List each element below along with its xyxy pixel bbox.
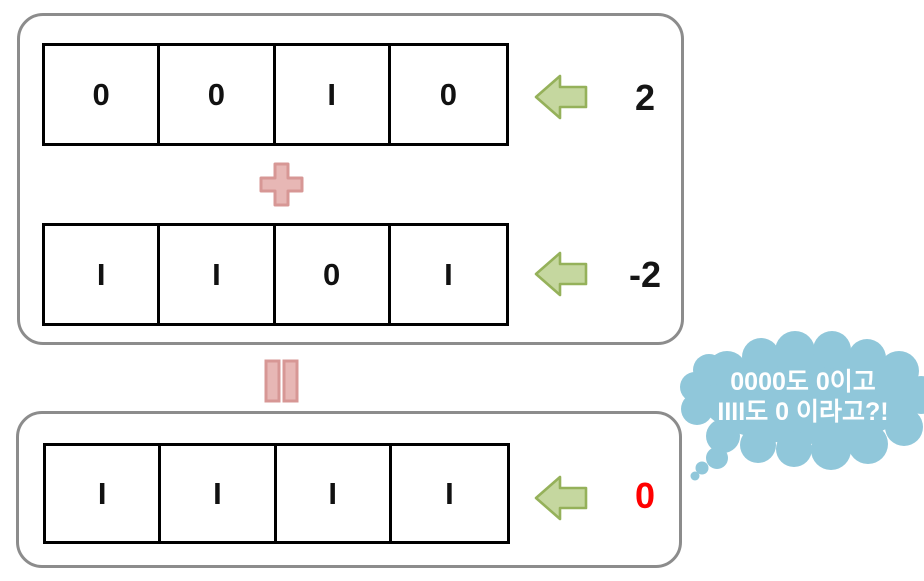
bit-value: 0 — [323, 256, 341, 292]
thought-tail-dot-large — [706, 447, 728, 469]
bit-value: 0 — [207, 76, 225, 112]
bit-value: I — [96, 256, 106, 292]
equals-icon — [264, 359, 299, 403]
bit-cell: I — [45, 226, 161, 323]
bit-cell: I — [161, 446, 277, 541]
bit-value: I — [445, 475, 454, 511]
bit-cell: I — [391, 226, 506, 323]
bubble-line-2: IIII도 0 이라고?! — [717, 398, 889, 426]
bit-cell: 0 — [276, 226, 391, 323]
bit-value: I — [213, 475, 222, 511]
bit-value: I — [328, 475, 337, 511]
bit-value: 0 — [92, 76, 110, 112]
left-arrow-icon — [534, 475, 588, 521]
thought-tail-dot-medium — [695, 461, 709, 475]
bit-value: I — [444, 256, 453, 292]
plus-icon — [259, 162, 304, 207]
left-arrow-icon — [534, 251, 588, 297]
bit-value: I — [97, 475, 107, 511]
bit-row-plus-two: 0 0 I 0 — [42, 43, 509, 146]
thought-bubble-text: 0000도 0이고 IIII도 0 이라고?! — [698, 367, 908, 427]
bit-value: 0 — [439, 76, 457, 112]
bit-cell: I — [160, 226, 276, 323]
decimal-label-minus-two: -2 — [628, 254, 661, 295]
decimal-label-zero-result: 0 — [634, 475, 656, 516]
bit-row-result: I I I I — [43, 443, 510, 544]
bit-value: I — [212, 256, 221, 292]
bit-cell: 0 — [391, 46, 506, 143]
bit-cell: 0 — [45, 46, 161, 143]
bit-cell: I — [277, 446, 392, 541]
bit-value: I — [327, 76, 336, 112]
bit-cell: I — [276, 46, 391, 143]
bubble-line-1: 0000도 0이고 — [730, 368, 876, 396]
bit-cell: I — [392, 446, 507, 541]
thought-tail-dot-small — [690, 471, 700, 481]
bit-row-minus-two: I I 0 I — [42, 223, 509, 326]
bit-cell: I — [46, 446, 162, 541]
decimal-label-two: 2 — [634, 77, 656, 118]
left-arrow-icon — [534, 74, 588, 120]
thought-cloud — [680, 331, 924, 481]
bit-cell: 0 — [160, 46, 276, 143]
